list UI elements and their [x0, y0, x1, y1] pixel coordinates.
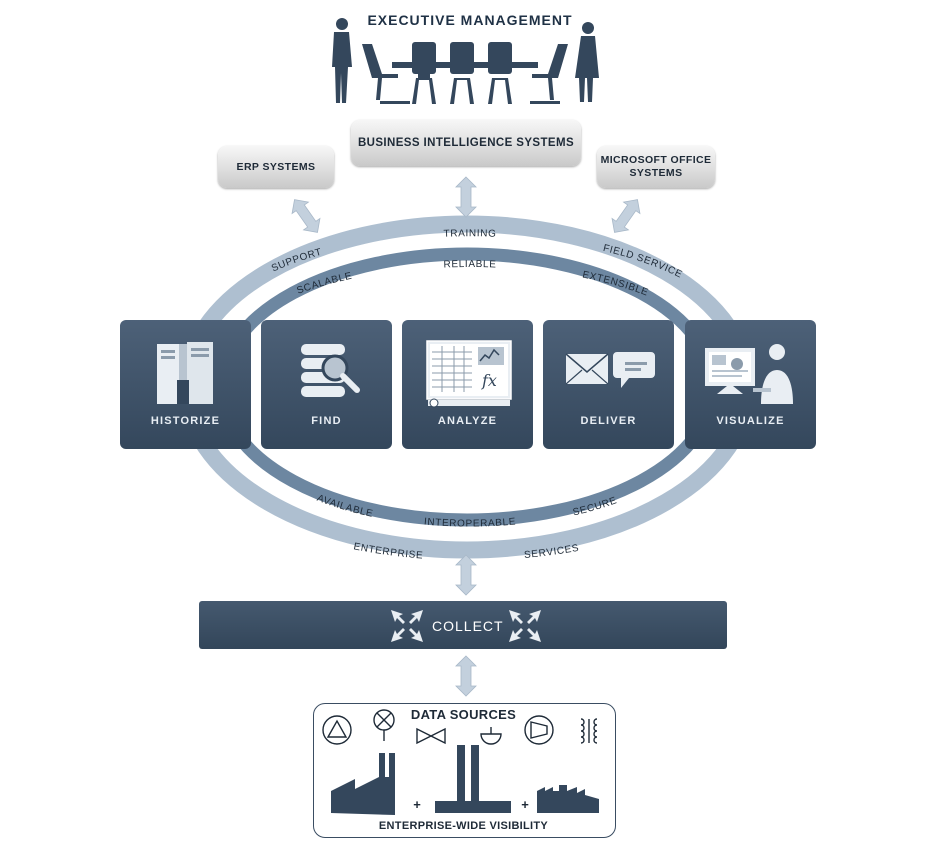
collect-label: COLLECT	[432, 618, 504, 634]
collect-bar	[199, 601, 727, 649]
svg-text:fx: fx	[481, 371, 497, 390]
bi-link-arrow-icon	[455, 176, 477, 218]
collect-link-arrow-icon	[455, 554, 477, 596]
spreadsheet-chart-icon: fx	[426, 340, 512, 408]
tile-visualize-label: VISUALIZE	[716, 415, 785, 427]
inner-ring-interoperable-label: INTEROPERABLE	[423, 516, 516, 529]
factory-left-icon	[331, 753, 395, 815]
executive-management-title: EXECUTIVE MANAGEMENT	[367, 12, 573, 28]
factory-center-icon	[435, 745, 511, 813]
valve-symbol-icon	[416, 727, 446, 745]
tank-symbol-icon	[480, 727, 502, 745]
office-systems-box: MICROSOFT OFFICE SYSTEMS	[597, 146, 715, 188]
tile-analyze-label: ANALYZE	[437, 415, 498, 427]
tile-historize-label: HISTORIZE	[150, 415, 221, 427]
erp-systems-box: ERP SYSTEMS	[218, 146, 334, 188]
data-sources-link-arrow-icon	[455, 655, 477, 697]
transformer-symbol-icon	[580, 718, 598, 744]
tile-visualize: VISUALIZE	[685, 320, 816, 449]
tile-deliver-label: DELIVER	[580, 415, 637, 427]
database-search-icon	[301, 344, 360, 397]
erp-link-arrow-icon	[291, 199, 321, 233]
server-icon	[157, 342, 213, 404]
tile-historize: HISTORIZE	[120, 320, 251, 449]
office-systems-label-line1: MICROSOFT OFFICE	[600, 154, 712, 166]
outer-ring-training-label: TRAINING	[443, 228, 496, 240]
tile-find-label: FIND	[311, 415, 342, 427]
collect-right-arrows-icon	[509, 610, 541, 642]
tile-analyze: fx ANALYZE	[402, 320, 533, 449]
tile-deliver: DELIVER	[543, 320, 674, 449]
office-link-arrow-icon	[611, 199, 641, 233]
compressor-symbol-icon	[524, 715, 554, 745]
inner-ring-extensible-label: EXTENSIBLE	[581, 270, 650, 299]
erp-systems-label: ERP SYSTEMS	[236, 161, 316, 173]
envelope-message-icon	[565, 352, 655, 388]
inner-ring-reliable-label: RELIABLE	[443, 259, 496, 271]
office-systems-label-line2: SYSTEMS	[629, 167, 683, 179]
plus-sign-left: +	[413, 797, 421, 812]
bi-systems-box: BUSINESS INTELLIGENCE SYSTEMS	[351, 120, 581, 166]
data-sources-symbols: + +	[322, 709, 599, 815]
data-sources-title: DATA SOURCES	[410, 707, 517, 722]
bi-systems-label: BUSINESS INTELLIGENCE SYSTEMS	[357, 137, 575, 149]
plus-sign-right: +	[521, 797, 529, 812]
collect-left-arrows-icon	[391, 610, 423, 642]
tile-find: FIND	[261, 320, 392, 449]
indicator-lamp-symbol-icon	[373, 709, 395, 741]
pump-symbol-icon	[322, 715, 352, 745]
factory-right-icon	[537, 785, 599, 813]
executive-meeting-icon	[332, 18, 599, 104]
enterprise-wide-visibility-label: ENTERPRISE-WIDE VISIBILITY	[378, 820, 549, 832]
person-monitor-icon	[705, 344, 793, 404]
